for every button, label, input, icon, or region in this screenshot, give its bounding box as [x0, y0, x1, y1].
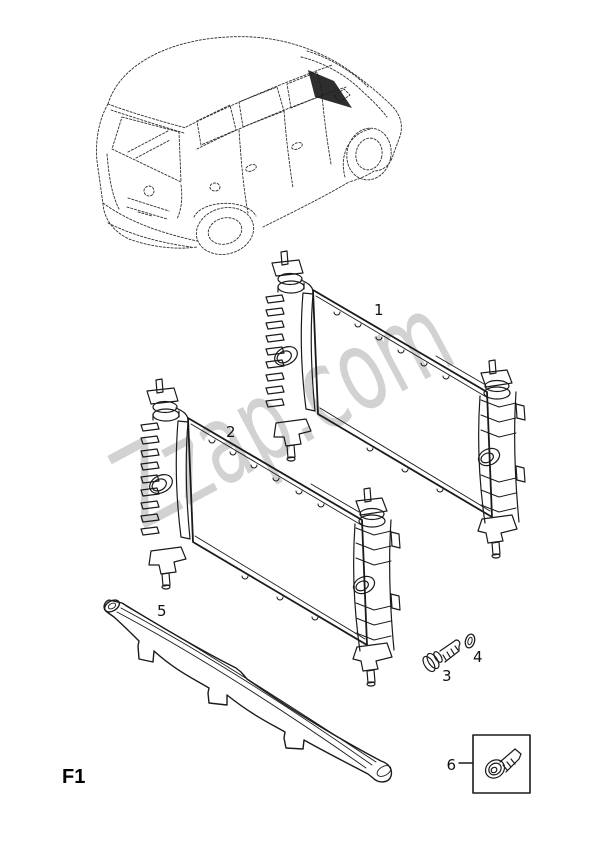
- side-window-middle: [238, 86, 285, 128]
- door-handle-rear: [245, 164, 257, 172]
- brand-badge: [143, 185, 155, 197]
- deflector-left-cap: [103, 599, 121, 613]
- part-label-6: 6: [446, 756, 456, 774]
- radiator-location-patch: [308, 70, 352, 108]
- part-label-2: 2: [226, 423, 236, 441]
- door-handle-front: [291, 142, 303, 150]
- part-label-1: 1: [374, 301, 384, 319]
- seal-ring-drawing: [464, 633, 476, 649]
- front-wheel: [346, 127, 392, 181]
- windshield-lines: [300, 50, 388, 118]
- license-garnish: [126, 197, 170, 220]
- figure-code: F1: [62, 766, 85, 788]
- rear-window: [111, 116, 182, 183]
- car-outline-top: [107, 36, 402, 172]
- deflector-right-cap: [376, 765, 392, 777]
- car-roof-rear-edge: [107, 103, 187, 134]
- side-window-front: [286, 71, 324, 109]
- car-outline-rear-left: [96, 103, 198, 249]
- side-window-rear: [196, 104, 237, 146]
- rear-window-reflections: [127, 130, 171, 159]
- tailgate-sides: [106, 153, 183, 220]
- car-sketch: [96, 36, 402, 255]
- part-label-3: 3: [442, 667, 452, 685]
- car-front-lower: [348, 170, 375, 183]
- deflector-outline: [103, 599, 393, 783]
- fuel-flap: [209, 182, 221, 192]
- drain-plug-drawing: [422, 639, 461, 673]
- front-wheel-arch: [342, 128, 371, 178]
- rear-bumper-lines: [102, 202, 198, 248]
- part-label-4: 4: [473, 648, 483, 666]
- screw-box: [472, 734, 531, 794]
- drain-plug-shaft: [439, 639, 461, 663]
- part-label-5: 5: [157, 602, 167, 620]
- deflector-fold-lines: [116, 605, 377, 769]
- rear-wheel: [195, 207, 255, 255]
- screw-assembly: [458, 734, 531, 794]
- screw-drawing: [484, 748, 522, 779]
- rear-wheel-arch: [193, 202, 257, 218]
- deflector-drawing: [103, 599, 393, 783]
- car-sill-line: [262, 181, 350, 228]
- roof-side-rail: [185, 64, 333, 128]
- door-seams: [238, 95, 332, 214]
